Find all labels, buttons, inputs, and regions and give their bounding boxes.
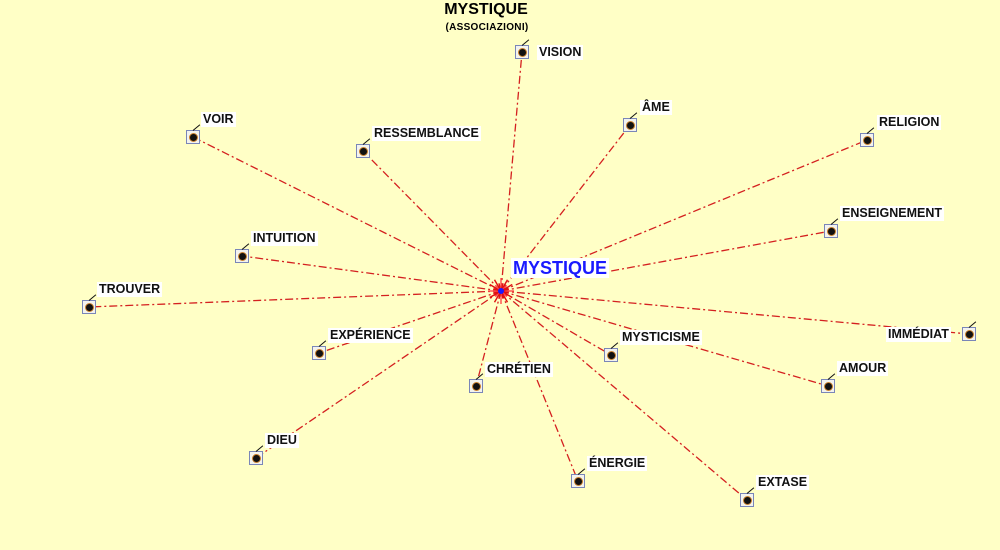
node-box-dieu[interactable] (249, 445, 264, 465)
node-box-enseignement[interactable] (824, 218, 839, 238)
diagram-title: MYSTIQUE (444, 1, 528, 18)
node-dot-icon (190, 134, 197, 141)
node-label-vision[interactable]: VISION (537, 45, 584, 60)
node-label-trouver[interactable]: TROUVER (97, 282, 163, 297)
node-label-immediat[interactable]: IMMÉDIAT (886, 327, 951, 342)
node-label-religion[interactable]: RELIGION (877, 115, 942, 130)
node-box-experience[interactable] (312, 340, 327, 360)
edge-chretien (475, 290, 502, 387)
node-dot-icon (608, 352, 615, 359)
node-dot-icon (253, 455, 260, 462)
node-dot-icon (519, 49, 526, 56)
center-burst-icon (488, 278, 514, 304)
node-dot-icon (316, 350, 323, 357)
edge-energie (500, 290, 579, 482)
node-box-energie[interactable] (571, 468, 586, 488)
node-dot-icon (966, 331, 973, 338)
node-dot-icon (360, 148, 367, 155)
node-label-ressemblance[interactable]: RESSEMBLANCE (372, 126, 481, 141)
node-label-extase[interactable]: EXTASE (756, 475, 810, 490)
edge-amour (500, 290, 829, 387)
edge-extase (500, 290, 748, 501)
edge-trouver (88, 290, 502, 308)
node-box-mysticisme[interactable] (604, 342, 619, 362)
node-dot-icon (473, 383, 480, 390)
edge-experience (318, 290, 502, 354)
node-label-dieu[interactable]: DIEU (265, 433, 299, 448)
edge-intuition (241, 255, 502, 292)
node-label-voir[interactable]: VOIR (201, 112, 236, 127)
node-box-amour[interactable] (821, 373, 836, 393)
node-label-chretien[interactable]: CHRÉTIEN (485, 362, 553, 377)
node-dot-icon (86, 304, 93, 311)
node-label-enseignement[interactable]: ENSEIGNEMENT (840, 206, 945, 221)
node-box-religion[interactable] (860, 127, 875, 147)
node-box-chretien[interactable] (469, 373, 484, 393)
node-label-experience[interactable]: EXPÉRIENCE (328, 328, 413, 343)
node-label-mysticisme[interactable]: MYSTICISME (620, 330, 702, 345)
node-label-ame[interactable]: ÂME (640, 100, 672, 115)
center-node-label: MYSTIQUE (511, 258, 610, 278)
node-box-trouver[interactable] (82, 294, 97, 314)
node-dot-icon (825, 383, 832, 390)
edge-voir (192, 136, 502, 292)
node-box-immediat[interactable] (962, 321, 977, 341)
edge-mysticisme (500, 290, 612, 356)
node-dot-icon (575, 478, 582, 485)
node-dot-icon (864, 137, 871, 144)
node-label-energie[interactable]: ÉNERGIE (587, 456, 648, 471)
node-label-amour[interactable]: AMOUR (837, 361, 889, 376)
node-dot-icon (239, 253, 246, 260)
node-dot-icon (744, 497, 751, 504)
edge-dieu (255, 290, 502, 459)
edge-ressemblance (362, 150, 502, 292)
edge-vision (500, 51, 523, 292)
node-box-extase[interactable] (740, 487, 755, 507)
node-box-ressemblance[interactable] (356, 138, 371, 158)
node-box-intuition[interactable] (235, 243, 250, 263)
edge-immediat (500, 290, 970, 335)
node-dot-icon (627, 122, 634, 129)
edge-enseignement (500, 230, 832, 292)
node-box-vision[interactable] (515, 39, 530, 59)
node-dot-icon (828, 228, 835, 235)
diagram-subtitle: (ASSOCIAZIONI) (445, 22, 529, 33)
node-box-voir[interactable] (186, 124, 201, 144)
node-box-ame[interactable] (623, 112, 638, 132)
node-label-intuition[interactable]: INTUITION (251, 231, 318, 246)
